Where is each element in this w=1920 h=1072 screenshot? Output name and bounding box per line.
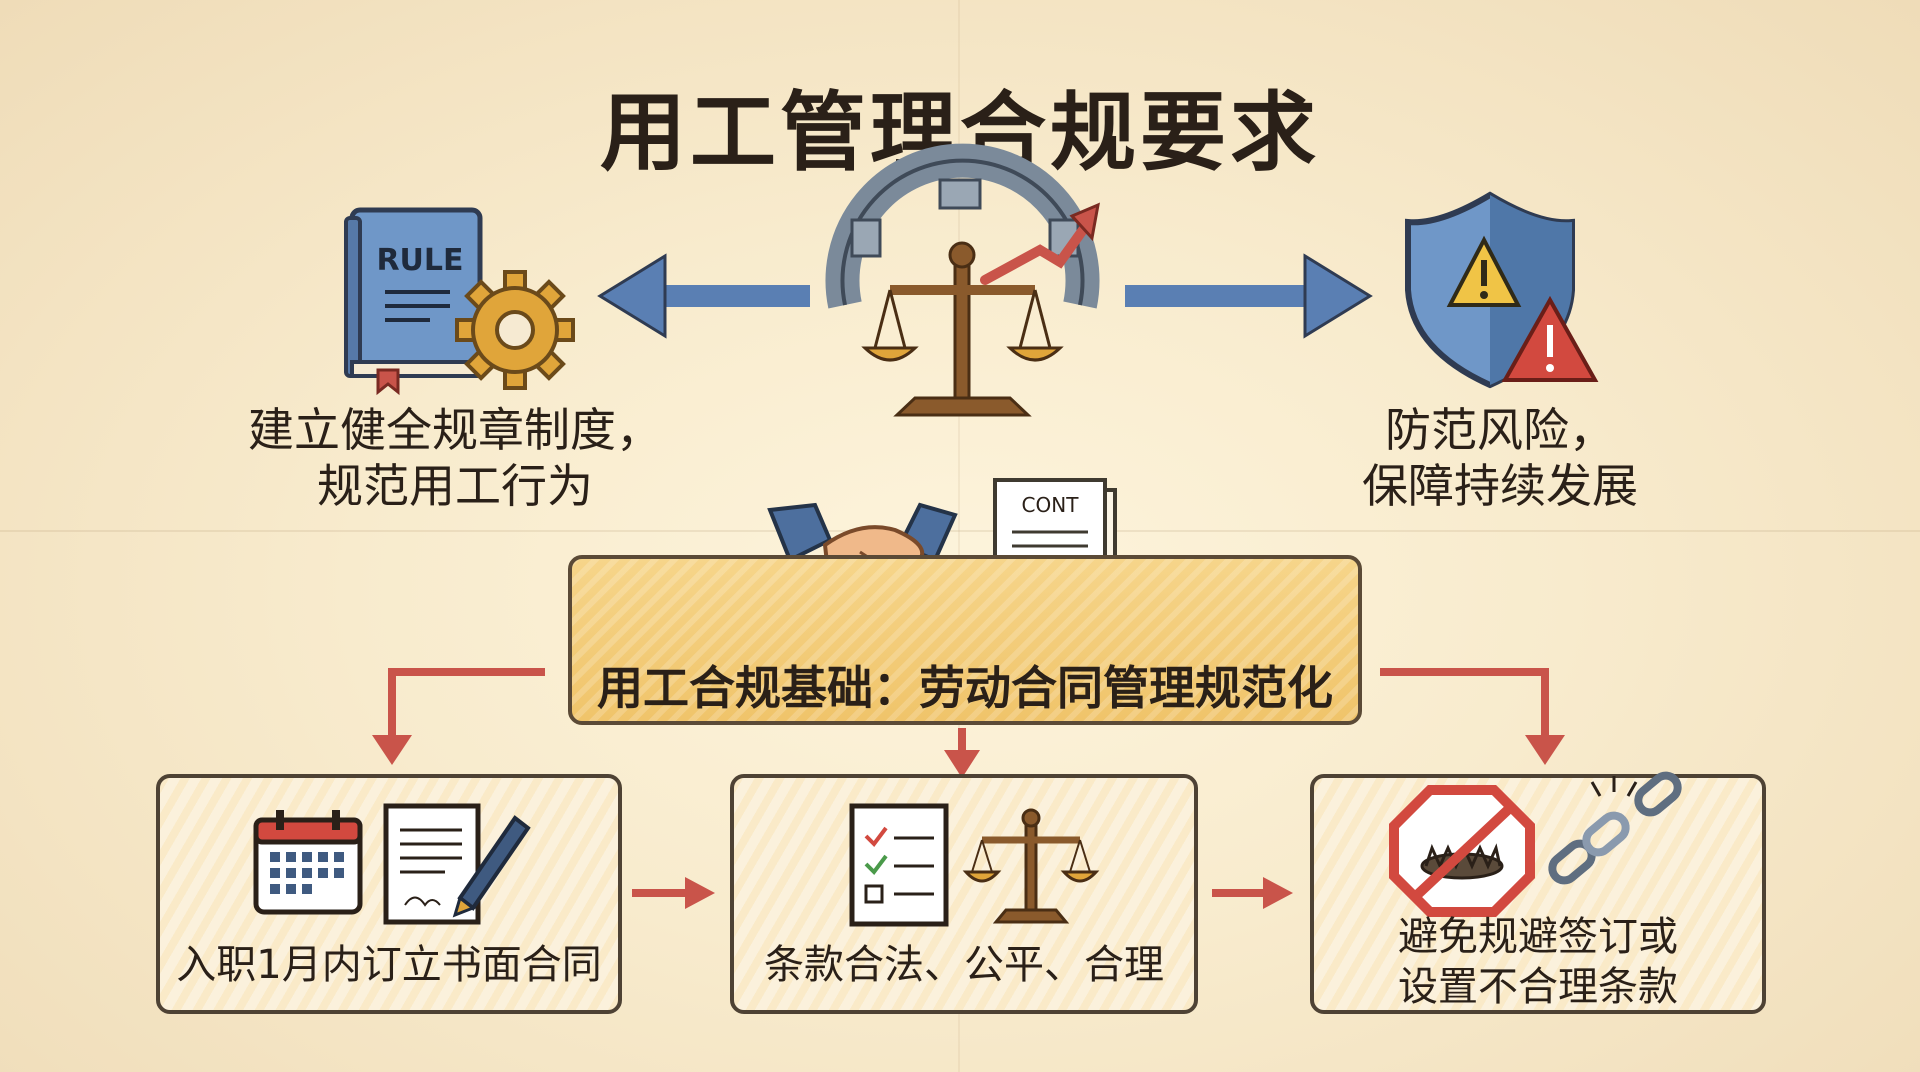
shield-warning-icon xyxy=(1405,191,1599,389)
step-text-fair-terms: 条款合法、公平、合理 xyxy=(730,940,1198,990)
paper-crease xyxy=(958,0,960,1072)
red-arrow-left xyxy=(372,668,545,765)
step-text-line: 设置不合理条款 xyxy=(1398,964,1678,1010)
red-arrow-center xyxy=(944,728,980,778)
step-text-line: 入职1月内订立书面合同 xyxy=(176,942,602,988)
step-box-fair-terms xyxy=(730,774,1198,1014)
foundation-banner xyxy=(568,555,1362,725)
right-caption-line: 防范风险， xyxy=(1385,403,1615,457)
calendar-icon xyxy=(253,810,363,915)
step-text-line: 条款合法、公平、合理 xyxy=(764,942,1164,988)
left-caption: 建立健全规章制度， 规范用工行为 xyxy=(230,402,680,514)
book-label: RULE xyxy=(376,243,463,278)
step-text-avoid-loopholes: 避免规避签订或 设置不合理条款 xyxy=(1310,912,1766,1012)
red-arrow-step1-to-step2 xyxy=(632,877,715,909)
checklist-icon xyxy=(849,803,949,927)
growth-arrow-icon xyxy=(980,202,1100,285)
contract-label: CONT xyxy=(1022,493,1080,517)
scales-icon xyxy=(962,808,1100,924)
banner-text: 用工合规基础：劳动合同管理规范化 xyxy=(597,661,1333,715)
rule-book-icon: RULE xyxy=(344,207,484,396)
right-caption-line: 保障持续发展 xyxy=(1362,459,1638,513)
step-text-line: 避免规避签订或 xyxy=(1398,914,1678,960)
red-arrow-step2-to-step3 xyxy=(1212,877,1293,909)
prohibited-trap-icon xyxy=(1389,785,1535,917)
left-caption-line: 建立健全规章制度， xyxy=(248,403,662,457)
gear-icon xyxy=(455,270,575,390)
broken-chain-icon xyxy=(1548,771,1682,885)
paper-crease xyxy=(0,530,1920,532)
scales-gear-icon xyxy=(825,143,1100,417)
right-caption: 防范风险， 保障持续发展 xyxy=(1300,402,1700,514)
pen-icon xyxy=(452,815,531,918)
left-caption-line: 规范用工行为 xyxy=(317,459,593,513)
right-arrow xyxy=(1125,253,1373,339)
left-arrow xyxy=(597,253,810,339)
red-arrow-right xyxy=(1380,668,1565,765)
step-box-avoid-loopholes xyxy=(1310,774,1766,1014)
step-text-contract-signing: 入职1月内订立书面合同 xyxy=(156,940,622,990)
